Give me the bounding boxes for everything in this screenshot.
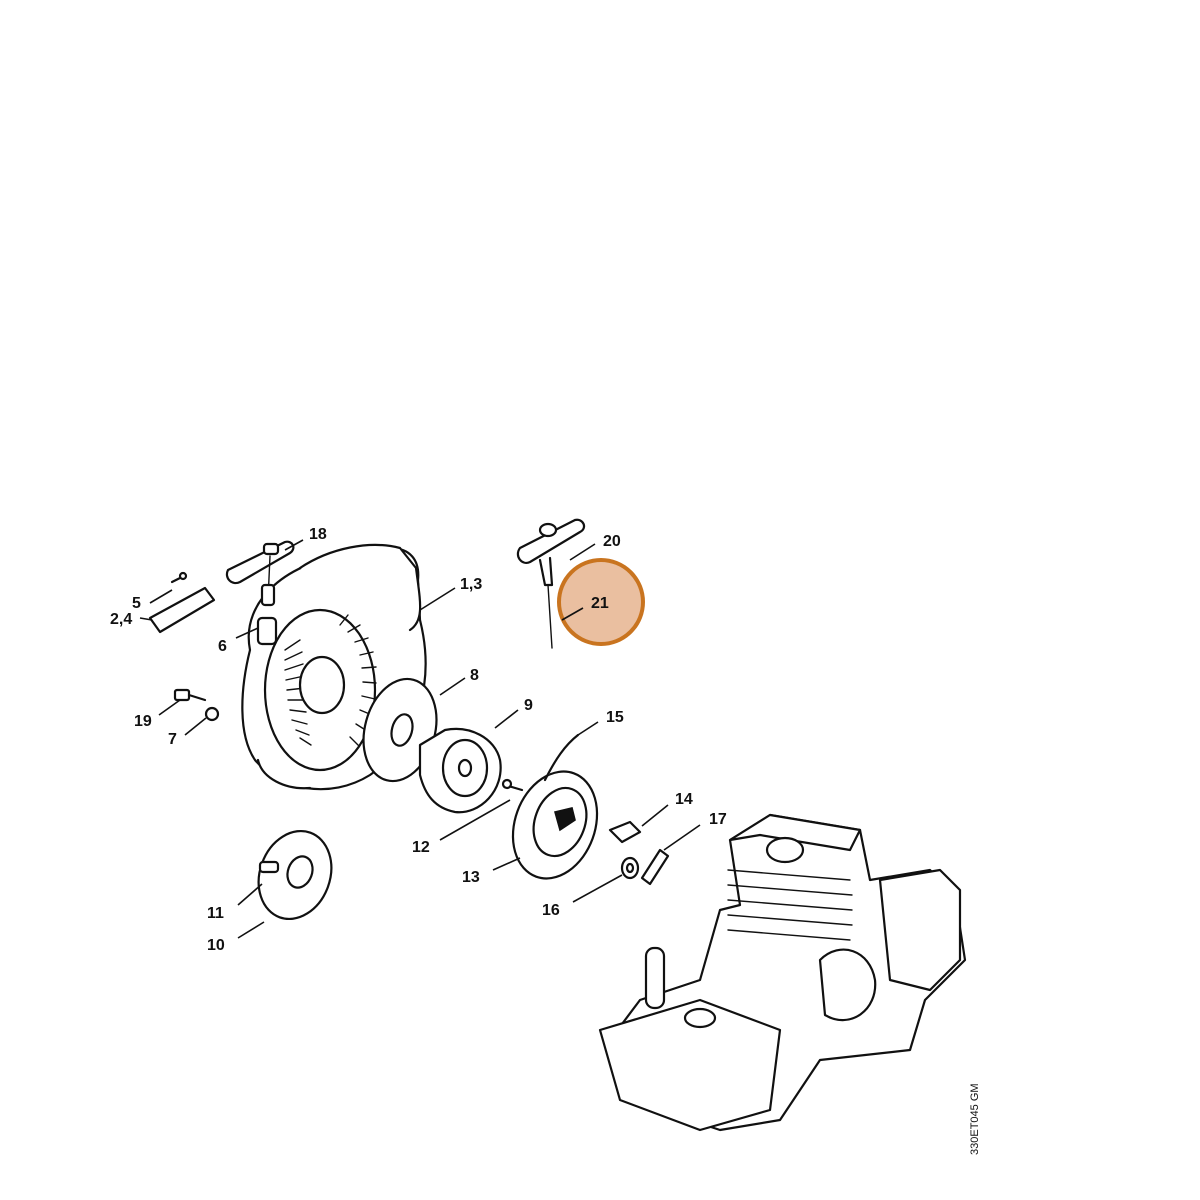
rewind-spring-13 <box>511 770 599 880</box>
starter-grip-18 <box>225 540 295 646</box>
callout-2-4: 2,4 <box>110 611 132 628</box>
callout-21: 21 <box>591 595 609 612</box>
callout-13: 13 <box>462 869 480 886</box>
starter-grip-20 <box>516 518 586 587</box>
callout-labels: 18 1,3 5 2,4 6 8 9 15 19 7 14 17 12 13 1… <box>110 526 727 954</box>
spring-clip-17 <box>640 848 670 886</box>
screw-7 <box>204 706 220 722</box>
engine-crankcase <box>598 813 967 1132</box>
callout-11: 11 <box>207 905 224 922</box>
starter-rope-21 <box>547 584 553 649</box>
washer-16 <box>620 856 640 880</box>
rope-rotor-9 <box>418 727 502 814</box>
spring-end-15 <box>543 733 580 782</box>
screw-19 <box>173 688 207 702</box>
pulley-10 <box>257 829 333 921</box>
screw-5 <box>170 571 188 584</box>
callout-19: 19 <box>134 713 152 730</box>
callout-1-3: 1,3 <box>460 576 482 593</box>
callout-15: 15 <box>606 709 624 726</box>
callout-14: 14 <box>675 791 693 808</box>
washer-11 <box>258 860 280 874</box>
drawing-code: 330ET045 GM <box>969 1083 981 1155</box>
callout-17: 17 <box>709 811 727 828</box>
screw-12 <box>501 778 524 792</box>
leader-lines <box>139 539 701 939</box>
pawl-14 <box>608 820 642 844</box>
callout-5: 5 <box>132 595 141 612</box>
callout-10: 10 <box>207 937 225 954</box>
callout-16: 16 <box>542 902 560 919</box>
callout-7: 7 <box>168 731 177 748</box>
callout-6: 6 <box>218 638 227 655</box>
callout-18: 18 <box>309 526 327 543</box>
callout-8: 8 <box>470 667 479 684</box>
washer-8 <box>362 677 438 783</box>
fan-housing <box>241 543 427 791</box>
callout-12: 12 <box>412 839 430 856</box>
highlight-ring <box>557 558 645 646</box>
callout-20: 20 <box>603 533 621 550</box>
callout-9: 9 <box>524 697 533 714</box>
cover-plate-2-4 <box>148 586 216 634</box>
